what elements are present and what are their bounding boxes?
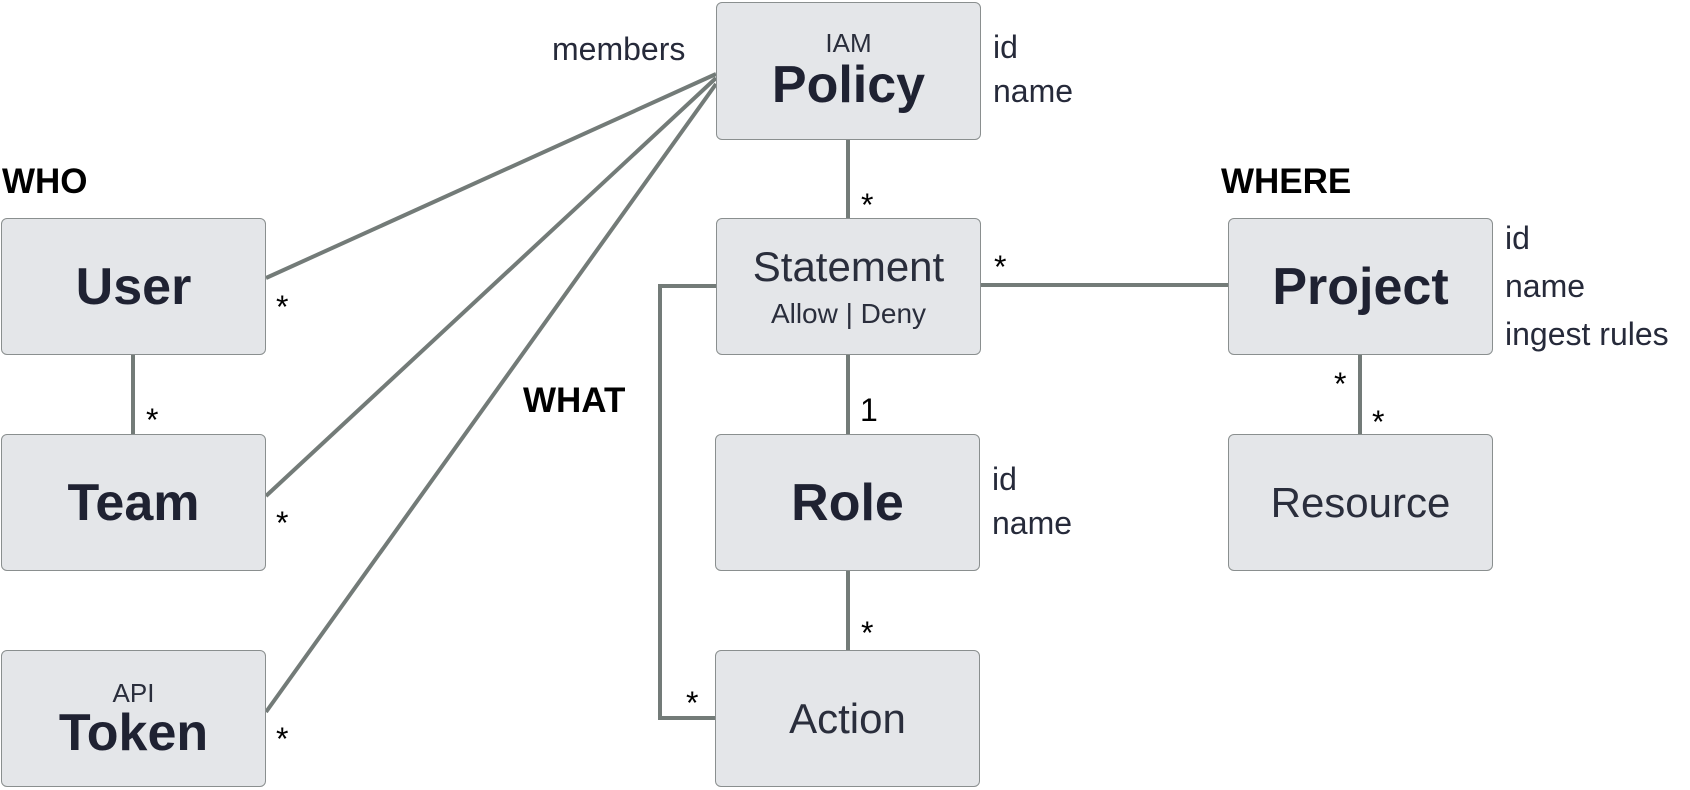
- connector-team-policy: [264, 76, 718, 498]
- policy-box[interactable]: IAM Policy: [716, 2, 981, 140]
- role-title: Role: [791, 473, 904, 532]
- mult-statement-action: *: [686, 685, 699, 721]
- resource-title: Resource: [1270, 478, 1451, 526]
- mult-statement-role: 1: [860, 392, 878, 428]
- mult-project-resource-top: *: [1334, 366, 1347, 402]
- action-title: Action: [789, 694, 906, 742]
- mult-role-action: *: [861, 615, 874, 651]
- statement-box[interactable]: Statement Allow | Deny: [716, 218, 981, 355]
- policy-prefix: IAM: [825, 28, 872, 58]
- mult-token-policy: *: [276, 721, 289, 757]
- connector-user-policy: [265, 72, 717, 280]
- token-prefix: API: [112, 677, 155, 708]
- mult-user-team: *: [146, 402, 159, 438]
- project-attr-id: id: [1505, 220, 1530, 256]
- heading-where: WHERE: [1221, 162, 1352, 201]
- project-box[interactable]: Project: [1228, 218, 1493, 355]
- project-title: Project: [1272, 257, 1449, 316]
- policy-attr-name: name: [993, 73, 1074, 109]
- team-title: Team: [67, 473, 200, 532]
- heading-who: WHO: [2, 162, 88, 201]
- user-title: User: [75, 257, 192, 316]
- policy-attributes: id name: [993, 25, 1073, 113]
- resource-box[interactable]: Resource: [1228, 434, 1493, 571]
- mult-statement-project: *: [994, 249, 1007, 285]
- policy-attr-id: id: [993, 29, 1018, 65]
- connector-statement-action: [658, 284, 716, 720]
- statement-subtitle: Allow | Deny: [770, 297, 927, 329]
- heading-what: WHAT: [523, 381, 626, 420]
- mult-project-resource-bottom: *: [1372, 404, 1385, 440]
- statement-title: Statement: [752, 242, 945, 290]
- token-title: Token: [58, 703, 209, 762]
- role-box[interactable]: Role: [715, 434, 980, 571]
- connector-token-policy: [264, 82, 718, 714]
- project-attributes: id name ingest rules: [1505, 214, 1669, 358]
- user-box[interactable]: User: [1, 218, 266, 355]
- mult-user-policy: *: [276, 289, 289, 325]
- role-attributes: id name: [992, 457, 1072, 545]
- project-attr-ingest-rules: ingest rules: [1505, 316, 1669, 352]
- policy-side-label: members: [552, 31, 686, 67]
- token-box[interactable]: API Token: [1, 650, 266, 787]
- policy-title: Policy: [771, 56, 926, 114]
- mult-policy-statement: *: [861, 187, 874, 223]
- project-attr-name: name: [1505, 268, 1586, 304]
- role-attr-id: id: [992, 461, 1017, 497]
- action-box[interactable]: Action: [715, 650, 980, 787]
- mult-team-policy: *: [276, 505, 289, 541]
- team-box[interactable]: Team: [1, 434, 266, 571]
- role-attr-name: name: [992, 505, 1073, 541]
